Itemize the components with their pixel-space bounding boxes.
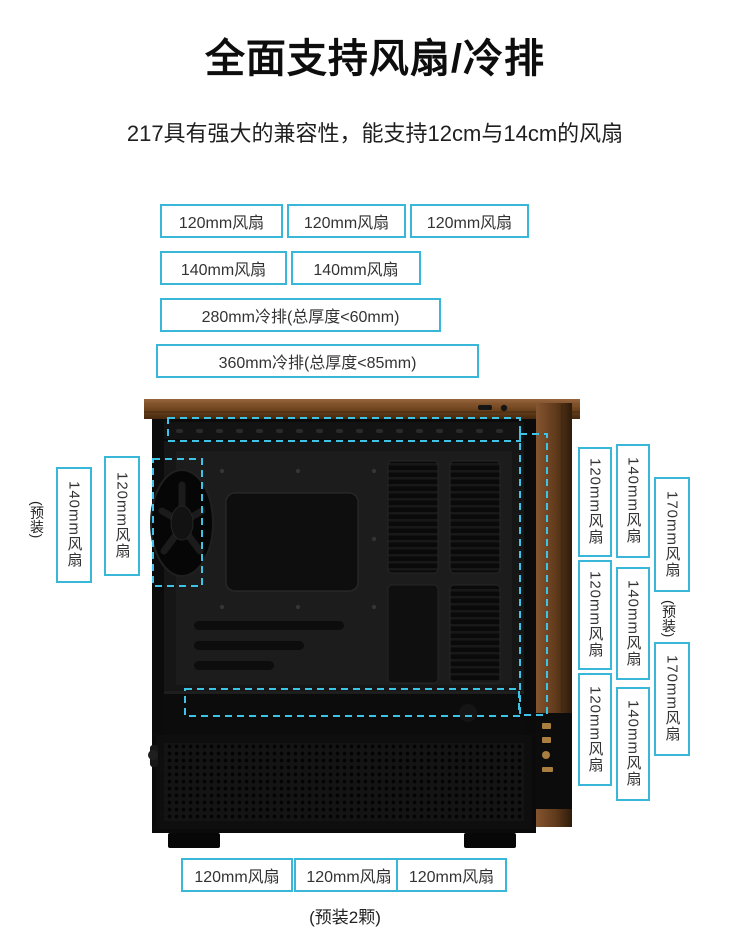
drive-cage-vent	[449, 460, 501, 574]
label-top-fan120-3: 120mm风扇	[410, 204, 529, 238]
label-right-fan140-3: 140mm风扇	[616, 687, 650, 801]
bottom-preinstalled-note: (预装2颗)	[309, 908, 381, 927]
drive-cage-vent	[387, 460, 439, 574]
label-right-fan140-1: 140mm风扇	[616, 444, 650, 558]
standoffs	[219, 468, 377, 610]
label-left-fan120: 120mm风扇	[104, 456, 140, 576]
cpu-cutout	[225, 492, 359, 592]
label-top-fan140-2: 140mm风扇	[291, 251, 421, 285]
front-fan-zone	[519, 433, 548, 716]
label-right-fan140-2: 140mm风扇	[616, 567, 650, 680]
front-io-ports	[542, 723, 553, 772]
drive-cage-vent	[449, 584, 501, 684]
rear-fan-zone	[152, 458, 203, 587]
power-button	[500, 404, 508, 412]
page-subtitle: 217具有强大的兼容性，能支持12cm与14cm的风扇	[126, 121, 624, 146]
label-right-fan120-3: 120mm风扇	[578, 673, 612, 786]
bottom-fan-zone	[184, 688, 520, 717]
bottom-mesh-panel	[148, 735, 532, 829]
page-title: 全面支持风扇/冷排	[204, 37, 546, 81]
label-right-fan170-1: 170mm风扇	[654, 477, 690, 592]
label-bottom-fan120-3: 120mm风扇	[396, 858, 507, 892]
label-top-fan120-1: 120mm风扇	[160, 204, 283, 238]
right-preinstalled-note: (预装)	[661, 600, 677, 638]
label-bottom-fan120-1: 120mm风扇	[181, 858, 293, 892]
front-wood-panel	[536, 403, 572, 827]
psu-shroud	[164, 691, 524, 735]
label-top-radiator-360: 360mm冷排(总厚度<85mm)	[156, 344, 479, 378]
label-top-fan140-1: 140mm风扇	[160, 251, 287, 285]
top-fan-zone	[167, 417, 521, 442]
label-left-fan140: 140mm风扇	[56, 467, 92, 583]
top-io-slot	[478, 405, 492, 410]
label-top-radiator-280: 280mm冷排(总厚度<60mm)	[160, 298, 441, 332]
case-feet	[168, 833, 516, 848]
label-right-fan120-2: 120mm风扇	[578, 560, 612, 670]
case-top-wood-panel	[144, 399, 580, 419]
label-right-fan170-2: 170mm风扇	[654, 642, 690, 756]
label-bottom-fan120-2: 120mm风扇	[294, 858, 404, 892]
label-right-fan120-1: 120mm风扇	[578, 447, 612, 557]
case-body	[152, 419, 536, 833]
cable-cover	[387, 584, 439, 684]
thumbscrew	[148, 750, 158, 760]
fan-zone-overlays	[152, 417, 548, 717]
case-illustration	[144, 399, 580, 848]
left-preinstalled-note: (预装)	[29, 501, 45, 539]
rear-fan	[150, 469, 214, 577]
label-top-fan120-2: 120mm风扇	[287, 204, 406, 238]
